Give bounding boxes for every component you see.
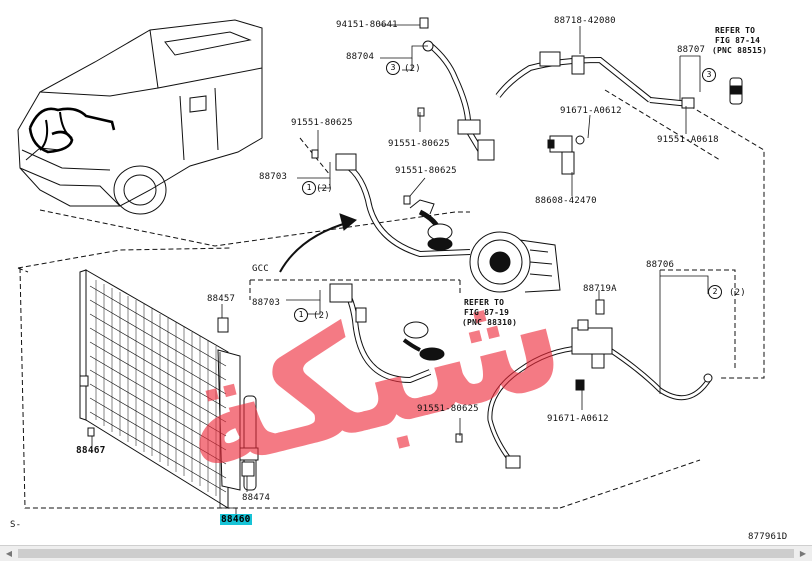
compressor (469, 231, 561, 293)
callout-circle-1-b: 1 (294, 308, 308, 322)
upper-hoses (419, 17, 743, 175)
label-88703-top-qty: (2) (316, 184, 333, 194)
label-88703-top[interactable]: 88703 (259, 172, 288, 182)
label-88474[interactable]: 88474 (242, 493, 271, 503)
label-88703-mid-qty: (2) (313, 311, 330, 321)
label-88460[interactable]: 88460 (220, 514, 252, 525)
label-91551-80625-d[interactable]: 91551-80625 (417, 404, 479, 414)
label-91551-80625-c[interactable]: 91551-80625 (395, 166, 457, 176)
horizontal-scrollbar[interactable]: ◀ ▶ (0, 545, 812, 561)
label-88707[interactable]: 88707 (677, 45, 706, 55)
label-88718-42080[interactable]: 88718-42080 (554, 16, 616, 26)
callout-circle-3-a: 3 (386, 61, 400, 75)
refer-top-line2: FIG 87-14 (715, 36, 761, 45)
scroll-right-arrow-icon[interactable]: ▶ (799, 549, 807, 558)
label-88460-highlight: 88460 (220, 514, 252, 525)
label-91551-a0618[interactable]: 91551-A0618 (657, 135, 719, 145)
label-88704[interactable]: 88704 (346, 52, 375, 62)
refer-top-line1: REFER TO (715, 26, 756, 35)
diagram-viewport[interactable]: شبكة 94151-80641 88718-42080 REFER TO FI… (0, 0, 812, 545)
label-gcc: GCC (252, 264, 269, 274)
ac-parts-diagram: شبكة (17, 17, 765, 514)
guide-lines (17, 79, 765, 509)
label-88467[interactable]: 88467 (76, 445, 106, 456)
callout-circle-3-b: 3 (702, 68, 716, 82)
label-94151-80641[interactable]: 94151-80641 (336, 20, 398, 30)
label-88719a[interactable]: 88719A (583, 284, 617, 294)
condenser (79, 269, 259, 509)
label-88457[interactable]: 88457 (207, 294, 236, 304)
label-88703-mid[interactable]: 88703 (252, 298, 281, 308)
label-91551-80625-a[interactable]: 91551-80625 (291, 118, 353, 128)
suction-hose-lower (329, 283, 445, 384)
label-91671-a0612-bottom[interactable]: 91671-A0612 (547, 414, 609, 424)
label-88704-qty: (2) (404, 64, 421, 74)
refer-mid-line1: REFER TO (464, 298, 505, 307)
label-88706-qty: (2) (729, 288, 746, 298)
bolts (311, 107, 463, 443)
vehicle-illustration (17, 19, 263, 215)
label-88706[interactable]: 88706 (646, 260, 675, 270)
refer-top-line3: (PNC 88515) (712, 46, 768, 55)
gcc-arrow (279, 221, 351, 273)
callout-circle-2: 2 (708, 285, 722, 299)
suction-hose-upper (335, 153, 471, 258)
corner-label: S- (10, 520, 22, 530)
refer-mid-line3: (PNC 88310) (462, 318, 518, 327)
figure-code: 877961D (748, 532, 788, 542)
callout-circle-1-a: 1 (302, 181, 316, 195)
scrollbar-track[interactable] (18, 549, 794, 558)
label-91671-a0612-top[interactable]: 91671-A0612 (560, 106, 622, 116)
label-88608-42470[interactable]: 88608-42470 (535, 196, 597, 206)
scrollbar-thumb[interactable] (18, 549, 794, 558)
scroll-left-arrow-icon[interactable]: ◀ (5, 549, 13, 558)
refer-mid-line2: FIG 87-19 (464, 308, 510, 317)
label-91551-80625-b[interactable]: 91551-80625 (388, 139, 450, 149)
